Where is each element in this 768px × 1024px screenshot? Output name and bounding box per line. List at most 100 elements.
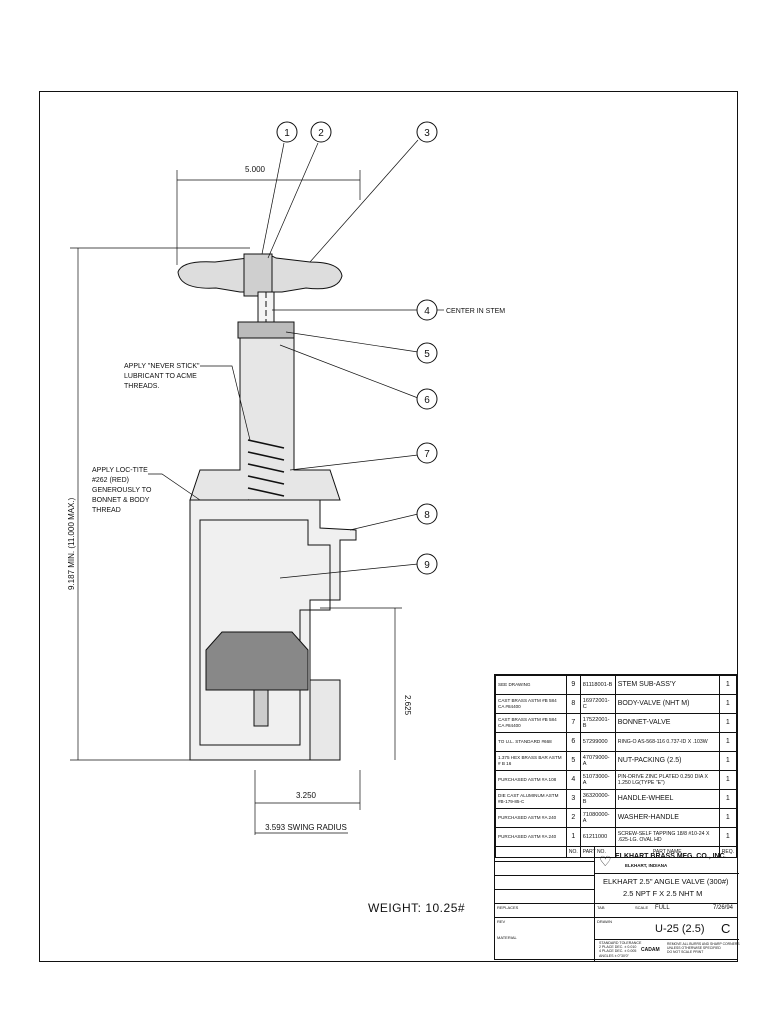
balloon-3: 3 (416, 121, 438, 143)
replaces-label: REPLACES (497, 905, 519, 910)
bom-qty: 1 (718, 789, 738, 809)
bom-item-no: 1 (565, 827, 581, 847)
drawing-date: 7/26/94 (713, 905, 734, 911)
svg-text:4: 4 (424, 306, 430, 317)
bom-item-no: 5 (565, 751, 581, 771)
balloon-4: 4 (416, 299, 438, 321)
company-name: ELKHART BRASS MFG. CO., INC. (615, 853, 727, 860)
title-line-2: 2.5 NPT F X 2.5 NHT M (623, 889, 703, 898)
svg-text:3: 3 (424, 128, 430, 139)
revision-letter: C (721, 921, 731, 936)
dim-side: 2.625 (403, 695, 412, 716)
bom-qty: 1 (718, 675, 738, 695)
svg-text:THREAD: THREAD (92, 507, 121, 514)
drawing-frame (39, 91, 738, 962)
bom-material: SEE DRAWING (495, 675, 567, 695)
note-center-in-stem: CENTER IN STEM (446, 308, 505, 315)
weight-label: WEIGHT: 10.25# (368, 901, 465, 915)
dim-swing: 3.593 SWING RADIUS (265, 823, 347, 832)
scale-label: SCALE (635, 905, 649, 910)
bom-item-no: 2 (565, 808, 581, 828)
bom-item-no: 3 (565, 789, 581, 809)
bom-part-no: 47079000-A (579, 751, 616, 771)
bom-material: CAST BRASS ASTM #B 584 CA #84400 (495, 713, 567, 733)
bom-part-name: SCREW-SELF TAPPING 18/8 #10-24 X .625-LG… (614, 827, 720, 847)
heart-logo-icon: ♡ (599, 853, 612, 869)
material-label: MATERIAL (497, 935, 517, 940)
bom-part-name: BODY-VALVE (NHT M) (614, 694, 720, 714)
cadam-label: CADAM (641, 947, 660, 953)
tag-label: TAB (597, 905, 605, 910)
svg-text:2: 2 (318, 128, 324, 139)
bom-material: PURCHASED ASTM #A 108 (495, 770, 567, 790)
svg-text:9: 9 (424, 560, 430, 571)
balloon-5: 5 (416, 342, 438, 364)
bom-header-material (495, 846, 567, 858)
dim-height: 9.187 MIN. (11.000 MAX.) (67, 497, 76, 590)
bom-qty: 1 (718, 732, 738, 752)
bom-material: 1.375 HEX BRASS BAR ASTM # B 16 (495, 751, 567, 771)
bom-part-no: 17522001-B (579, 713, 616, 733)
bom-qty: 1 (718, 827, 738, 847)
bom-material: PURCHASED ASTM #A 240 (495, 808, 567, 828)
svg-text:7: 7 (424, 449, 430, 460)
bom-qty: 1 (718, 694, 738, 714)
title-line-1: ELKHART 2.5" ANGLE VALVE (300#) (603, 877, 729, 886)
bom-part-name: RING-O AS-568-116 0.737-ID X .103W (614, 732, 720, 752)
svg-text:6: 6 (424, 395, 430, 406)
svg-text:8: 8 (424, 510, 430, 521)
bom-item-no: 7 (565, 713, 581, 733)
bom-part-name: STEM SUB-ASS'Y (614, 675, 720, 695)
bom-header-name: PART NAME (614, 846, 720, 858)
bom-qty: 1 (718, 770, 738, 790)
note-never-stick: APPLY "NEVER STICK" LUBRICANT TO ACME TH… (124, 363, 200, 390)
drawing-notes: REMOVE ALL BURRS AND SHARP CORNERS UNLES… (667, 942, 740, 954)
bom-qty: 1 (718, 751, 738, 771)
drawn-label: DRAWN (597, 919, 612, 924)
svg-text:#262 (RED): #262 (RED) (92, 477, 129, 484)
bom-part-no: 61211000 (579, 827, 616, 847)
dim-top-width: 5.000 (245, 165, 266, 174)
note-loc-tite: APPLY LOC-TITE #262 (RED) GENEROUSLY TO … (92, 467, 152, 514)
bom-header-qty: REQ. (718, 846, 738, 858)
bom-qty: 1 (718, 713, 738, 733)
company-city: ELKHART, INDIANA (625, 863, 668, 868)
svg-text:GENEROUSLY TO: GENEROUSLY TO (92, 487, 152, 494)
bom-part-name: HANDLE-WHEEL (614, 789, 720, 809)
bom-material: CAST BRASS ASTM #B 584 CA #84400 (495, 694, 567, 714)
balloon-9: 9 (416, 553, 438, 575)
balloon-7: 7 (416, 442, 438, 464)
svg-text:LUBRICANT TO ACME: LUBRICANT TO ACME (124, 373, 197, 380)
dim-bottom: 3.250 (296, 791, 317, 800)
rev-label: REV (497, 919, 506, 924)
bom-part-name: BONNET-VALVE (614, 713, 720, 733)
packing-nut (237, 321, 295, 339)
bom-header: NO. PART NO. PART NAME REQ. (495, 846, 738, 858)
bonnet (189, 337, 341, 501)
svg-text:1: 1 (284, 128, 290, 139)
bom-qty: 1 (718, 808, 738, 828)
svg-text:APPLY LOC-TITE: APPLY LOC-TITE (92, 467, 148, 474)
handle-hub (243, 253, 273, 297)
balloon-8: 8 (416, 503, 438, 525)
tolerances: STANDARD TOLERANCE 2 PLACE DEC. ± 0.010 … (599, 941, 642, 958)
balloon-1: 1 (276, 121, 298, 143)
title-area: REPLACES REV MATERIAL ♡ ELKHART BRASS MF… (495, 847, 740, 961)
balloon-2: 2 (310, 121, 332, 143)
balloons: 1 2 3 4 5 6 7 8 9 (276, 121, 438, 575)
bom-part-name: NUT-PACKING (2.5) (614, 751, 720, 771)
bom-part-name: WASHER-HANDLE (614, 808, 720, 828)
bom-part-no: 81118001-B (579, 675, 616, 695)
bom-item-no: 6 (565, 732, 581, 752)
